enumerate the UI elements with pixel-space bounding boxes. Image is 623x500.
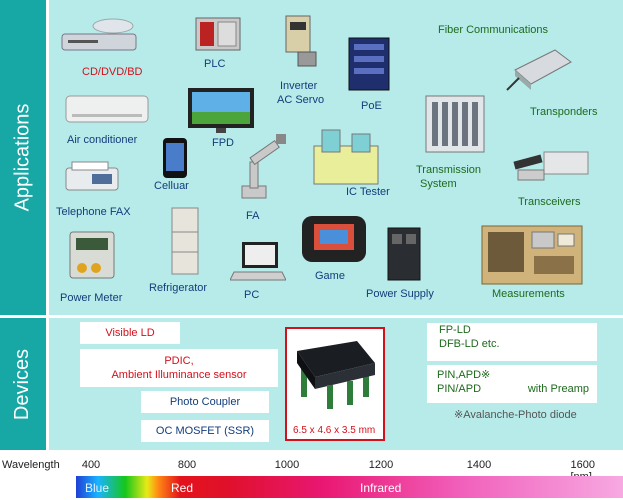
dfb-ld-label: DFB-LD etc. bbox=[439, 338, 500, 350]
power-supply-label: Power Supply bbox=[366, 288, 434, 300]
wavelength-axis-title: Wavelength bbox=[2, 459, 60, 471]
poe-switch-icon bbox=[348, 37, 390, 91]
oc-mosfet-box: OC MOSFET (SSR) bbox=[141, 420, 269, 442]
laser-diode-box: FP-LD DFB-LD etc. bbox=[427, 323, 597, 361]
ac-servo-label: AC Servo bbox=[277, 94, 325, 106]
system-label: System bbox=[420, 178, 457, 190]
applications-header: Applications bbox=[0, 0, 46, 315]
applications-header-label: Applications bbox=[11, 103, 34, 212]
cellular-label: Celluar bbox=[154, 180, 189, 192]
pin-apd-preamp-row: PIN/APD with Preamp bbox=[437, 382, 597, 396]
plc-icon bbox=[195, 17, 241, 51]
power-supply-icon bbox=[387, 227, 421, 281]
pin-apd-2-label: PIN/APD bbox=[437, 383, 482, 395]
fax-machine-icon bbox=[65, 161, 119, 191]
transceiver-icon bbox=[513, 151, 589, 181]
photo-coupler-package-icon bbox=[297, 341, 375, 409]
fpd-label: FPD bbox=[212, 137, 234, 149]
disc-player-icon bbox=[61, 18, 137, 51]
visible-ld-label: Visible LD bbox=[105, 327, 155, 339]
refrigerator-label: Refrigerator bbox=[149, 282, 208, 294]
avalanche-note: ※Avalanche-Photo diode bbox=[454, 409, 577, 421]
laptop-pc-icon bbox=[230, 242, 286, 281]
wavelength-spectrum-bar bbox=[76, 476, 623, 498]
robot-arm-icon bbox=[241, 134, 286, 199]
transponders-label: Transponders bbox=[530, 106, 598, 118]
measurements-label: Measurements bbox=[492, 288, 565, 300]
pdic-box: PDIC, Ambient Illuminance sensor bbox=[80, 349, 278, 387]
tick-800: 800 bbox=[177, 459, 197, 471]
oc-mosfet-label: OC MOSFET (SSR) bbox=[155, 425, 255, 437]
pin-apd-label: PIN,APD※ bbox=[437, 369, 491, 381]
fa-label: FA bbox=[246, 210, 260, 222]
transmission-label: Transmission bbox=[416, 164, 481, 176]
inverter-label: Inverter bbox=[280, 80, 318, 92]
game-console-icon bbox=[302, 216, 366, 262]
photo-coupler-label: Photo Coupler bbox=[169, 396, 241, 408]
visible-ld-box: Visible LD bbox=[80, 322, 180, 344]
refrigerator-icon bbox=[171, 207, 199, 275]
inverter-icon bbox=[285, 15, 317, 67]
measurement-board-icon bbox=[481, 225, 583, 285]
ic-tester-label: IC Tester bbox=[346, 186, 390, 198]
band-blue-label: Blue bbox=[85, 481, 110, 495]
transceivers-label: Transceivers bbox=[518, 196, 581, 208]
telephone-fax-label: Telephone FAX bbox=[56, 206, 131, 218]
poe-label: PoE bbox=[361, 100, 382, 112]
pdic-label: PDIC, bbox=[164, 355, 194, 367]
tick-1200: 1200 bbox=[368, 459, 394, 471]
devices-header: Devices bbox=[0, 318, 46, 450]
package-size-label: 6.5 x 4.6 x 3.5 mm bbox=[293, 425, 376, 436]
band-infrared-label: Infrared bbox=[360, 481, 402, 495]
devices-header-label: Devices bbox=[11, 348, 34, 420]
ambient-illuminance-sensor-label: Ambient Illuminance sensor bbox=[111, 369, 247, 381]
power-meter-icon bbox=[69, 231, 115, 279]
air-conditioner-icon bbox=[65, 95, 149, 123]
package-photo-frame: 6.5 x 4.6 x 3.5 mm bbox=[285, 327, 385, 441]
transmission-system-icon bbox=[425, 95, 485, 153]
preamp-label: with Preamp bbox=[527, 383, 589, 395]
photo-coupler-box: Photo Coupler bbox=[141, 391, 269, 413]
band-red-label: Red bbox=[171, 481, 194, 495]
cd-dvd-bd-label: CD/DVD/BD bbox=[82, 66, 143, 78]
ic-tester-icon bbox=[313, 129, 379, 185]
air-conditioner-label: Air conditioner bbox=[67, 134, 138, 146]
fp-ld-label: FP-LD bbox=[439, 324, 471, 336]
flat-panel-display-icon bbox=[188, 88, 254, 133]
game-label: Game bbox=[315, 270, 345, 282]
fiber-communications-label: Fiber Communications bbox=[438, 24, 549, 36]
pc-label: PC bbox=[244, 289, 260, 301]
tick-400: 400 bbox=[81, 459, 101, 471]
photodiode-box: PIN,APD※ PIN/APD with Preamp bbox=[427, 365, 597, 403]
mobile-phone-icon bbox=[163, 138, 187, 178]
plc-label: PLC bbox=[204, 58, 226, 70]
tick-1400: 1400 bbox=[466, 459, 492, 471]
tick-1000: 1000 bbox=[274, 459, 300, 471]
diagram-frame: Applications Devices bbox=[0, 0, 623, 450]
transponder-icon bbox=[506, 49, 572, 91]
power-meter-label: Power Meter bbox=[60, 292, 123, 304]
